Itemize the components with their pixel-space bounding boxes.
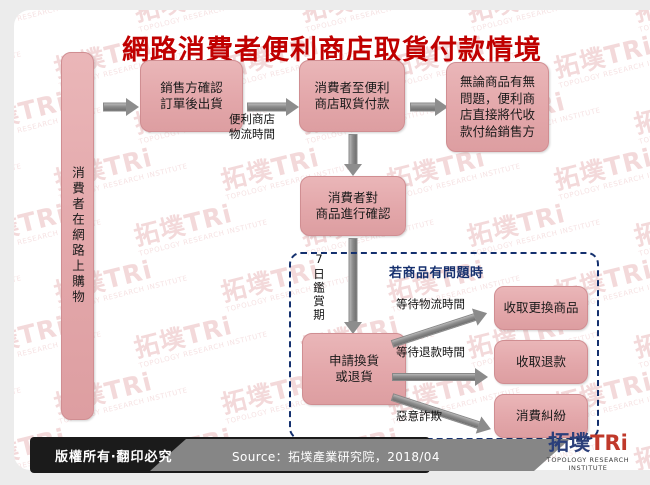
flow-box-seller-ship-label: 銷售方確認 訂單後出貨	[160, 79, 223, 112]
tri-logo-zh: 拓墣	[548, 431, 591, 455]
edge-label-malicious-fraud: 惡意詐欺	[396, 409, 442, 423]
arrow-confirm-to-apply	[344, 238, 362, 334]
flow-box-pickup-pay[interactable]: 消費者至便利 商店取貨付款	[299, 60, 405, 132]
edge-label-wait-refund: 等待退款時間	[396, 345, 465, 359]
tri-logo-wordmark: 拓墣TRi	[532, 433, 644, 454]
flow-box-start[interactable]: 消費者在網路上購物	[61, 52, 94, 420]
flow-box-receive-replacement[interactable]: 收取更換商品	[494, 286, 588, 330]
flow-box-receive-refund[interactable]: 收取退款	[494, 340, 588, 384]
arrow-pickup-to-confirm	[344, 134, 362, 176]
flow-box-pickup-pay-label: 消費者至便利 商店取貨付款	[314, 79, 390, 112]
flow-box-receive-refund-label: 收取退款	[515, 353, 566, 369]
tri-logo-subtitle: TOPOLOGY RESEARCH INSTITUTE	[546, 456, 630, 472]
edge-label-cooling-off: 7日鑑賞期	[312, 252, 326, 322]
edge-label-logistics-time: 便利商店 物流時間	[229, 112, 275, 141]
flow-box-store-remit-label: 無論商品有無 問題，便利商 店直接將代收 款付給銷售方	[459, 74, 535, 139]
arrow-pickup-to-remit	[410, 98, 448, 116]
flow-box-receive-replacement-label: 收取更換商品	[503, 299, 579, 315]
edge-label-wait-logistics: 等待物流時間	[396, 297, 465, 311]
flow-box-confirm-goods[interactable]: 消費者對 商品進行確認	[300, 176, 406, 236]
arrow-seller-to-pickup	[247, 98, 299, 116]
tri-logo: 拓墣TRi TOPOLOGY RESEARCH INSTITUTE	[532, 433, 644, 477]
tri-logo-en: TRi	[590, 431, 628, 455]
arrow-start-to-seller	[103, 98, 139, 116]
flow-box-consumer-dispute[interactable]: 消費糾紛	[494, 394, 588, 438]
flow-box-apply-exchange[interactable]: 申請換貨 或退貨	[302, 333, 406, 405]
flow-box-apply-exchange-label: 申請換貨 或退貨	[328, 352, 379, 385]
dashed-group-label: 若商品有問題時	[389, 266, 484, 281]
footer-bar: 版權所有‧翻印必究 Source：拓墣產業研究院，2018/04 拓墣TRi T…	[0, 433, 650, 477]
flow-box-consumer-dispute-label: 消費糾紛	[515, 407, 566, 423]
flow-box-store-remit[interactable]: 無論商品有無 問題，便利商 店直接將代收 款付給銷售方	[446, 62, 549, 152]
footer-gray-bar	[150, 439, 570, 471]
arrow-apply-to-refund	[392, 368, 488, 386]
footer-source: Source：拓墣產業研究院，2018/04	[232, 450, 440, 464]
footer-copyright: 版權所有‧翻印必究	[55, 450, 173, 465]
flow-box-seller-ship[interactable]: 銷售方確認 訂單後出貨	[140, 60, 243, 132]
flow-box-confirm-goods-label: 消費者對 商品進行確認	[315, 189, 391, 222]
